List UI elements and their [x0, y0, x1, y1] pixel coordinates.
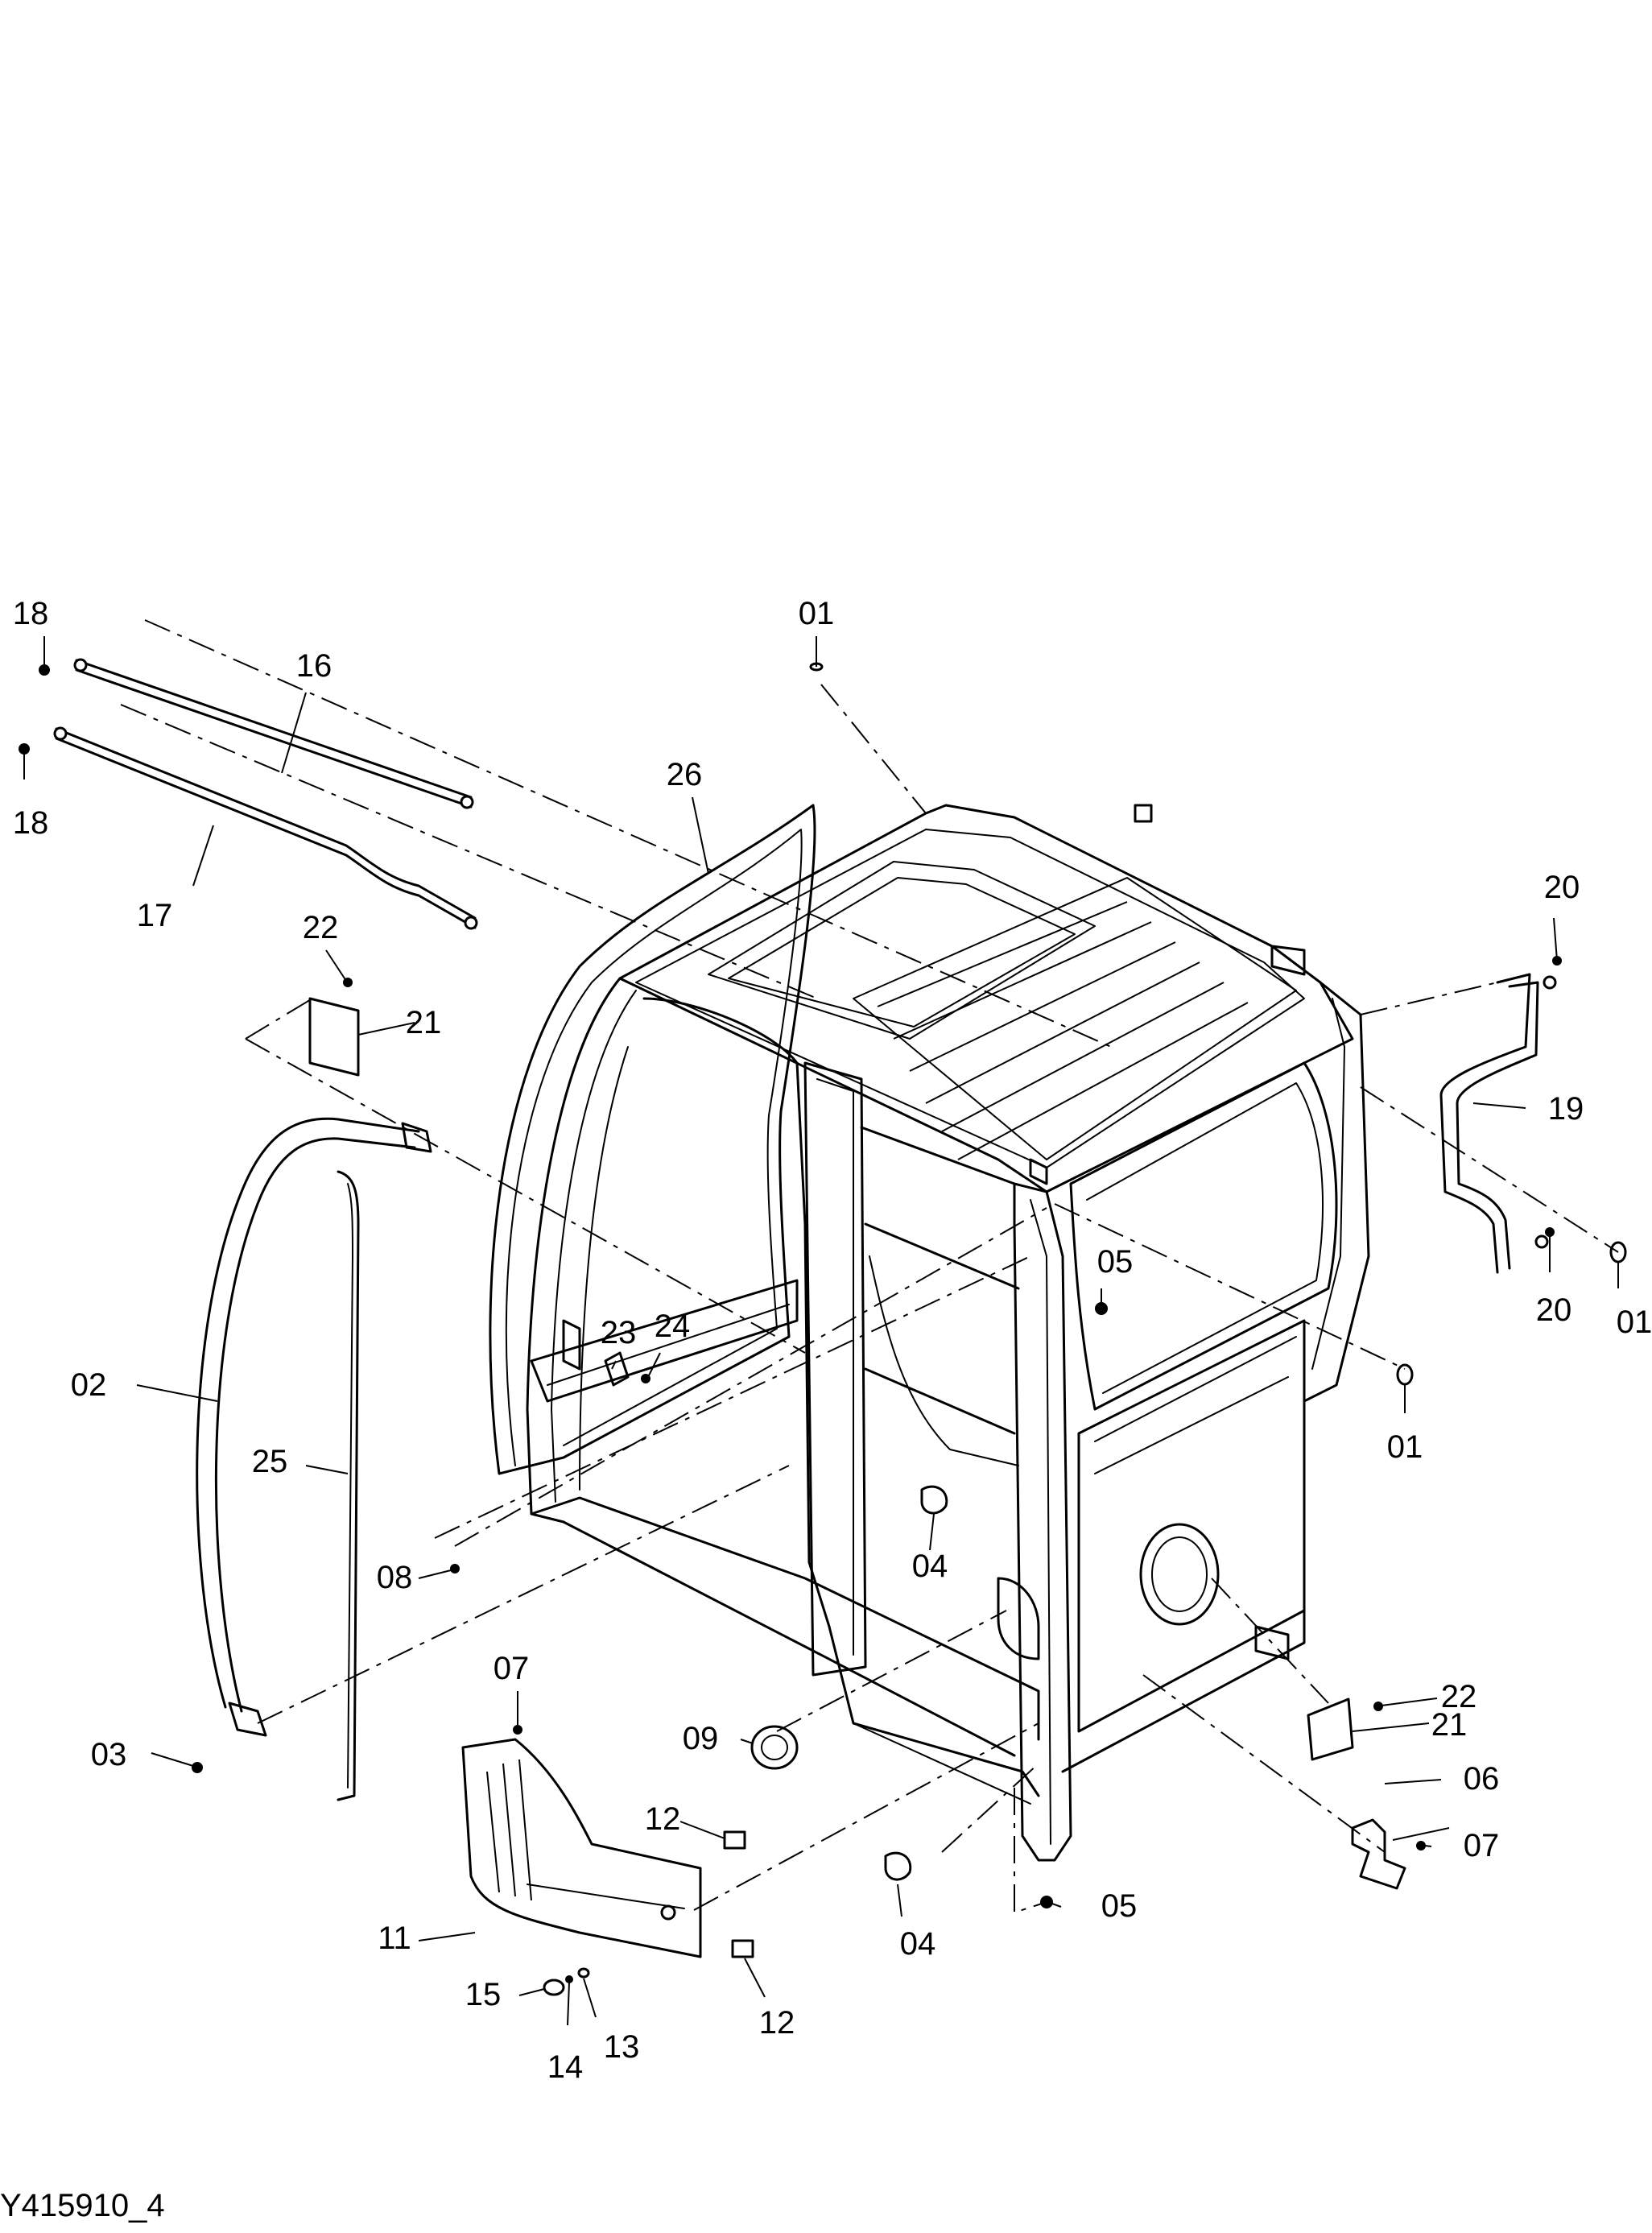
callout-08: 08: [377, 1560, 413, 1595]
door-seal: [489, 804, 816, 1475]
callout-15: 15: [465, 1977, 502, 2012]
callout-07: 07: [494, 1651, 530, 1686]
cover-plate-21-left: [308, 978, 360, 1077]
callout-16: 16: [296, 648, 332, 684]
callout-20: 20: [1536, 1292, 1572, 1328]
callout-20: 20: [1544, 870, 1580, 905]
callout-23: 23: [601, 1315, 637, 1350]
callout-19: 19: [1548, 1091, 1584, 1127]
callout-14: 14: [547, 2049, 584, 2085]
callout-01: 01: [799, 596, 835, 631]
drawing-id: Y415910_4: [0, 2188, 165, 2223]
bracket-06: [1351, 1818, 1406, 1890]
callout-01: 01: [1617, 1305, 1652, 1340]
callout-24: 24: [655, 1309, 691, 1344]
rod-17: [19, 726, 478, 930]
rod-16: [39, 658, 474, 809]
handrail-19: [1439, 973, 1557, 1274]
step-cover-11: [461, 1738, 702, 1958]
callout-12: 12: [759, 2005, 795, 2041]
callout-18: 18: [13, 805, 49, 841]
small-hardware: [543, 1967, 590, 1996]
cab-frame: [526, 804, 1370, 1862]
callout-09: 09: [683, 1721, 719, 1756]
latch-23: [604, 1351, 650, 1387]
callout-01: 01: [1387, 1429, 1423, 1465]
callout-03: 03: [91, 1737, 127, 1772]
door-strip-02: [192, 1117, 432, 1773]
callout-05: 05: [1097, 1244, 1134, 1280]
clip-12: [723, 1830, 754, 1958]
callout-02: 02: [71, 1367, 107, 1403]
callout-26: 26: [667, 757, 703, 792]
callout-13: 13: [604, 2029, 640, 2065]
callout-04: 04: [900, 1926, 936, 1962]
bolts: [450, 956, 1562, 1850]
callout-05: 05: [1101, 1888, 1138, 1924]
callout-11: 11: [378, 1921, 411, 1956]
callout-labels: 01 01 01 02 03 04 04 05 05 06 07 07 08 0…: [13, 596, 1652, 2085]
callout-17: 17: [137, 898, 173, 933]
grommet-09: [750, 1725, 799, 1770]
callout-04: 04: [912, 1549, 948, 1584]
callout-06: 06: [1464, 1761, 1500, 1797]
cap-04: [884, 1485, 948, 1881]
callout-21: 21: [1431, 1707, 1468, 1743]
callout-07: 07: [1464, 1828, 1500, 1863]
strip-25: [337, 1170, 360, 1801]
leader-lines: [23, 636, 1619, 2026]
cover-plate-21-right: [1307, 1697, 1354, 1761]
callout-12: 12: [645, 1801, 681, 1837]
callout-21: 21: [406, 1005, 442, 1040]
callout-18: 18: [13, 596, 49, 631]
callout-25: 25: [252, 1444, 288, 1479]
callout-22: 22: [303, 910, 339, 945]
assembly-lines: [120, 619, 1619, 1914]
callout-22: 22: [1441, 1679, 1477, 1714]
